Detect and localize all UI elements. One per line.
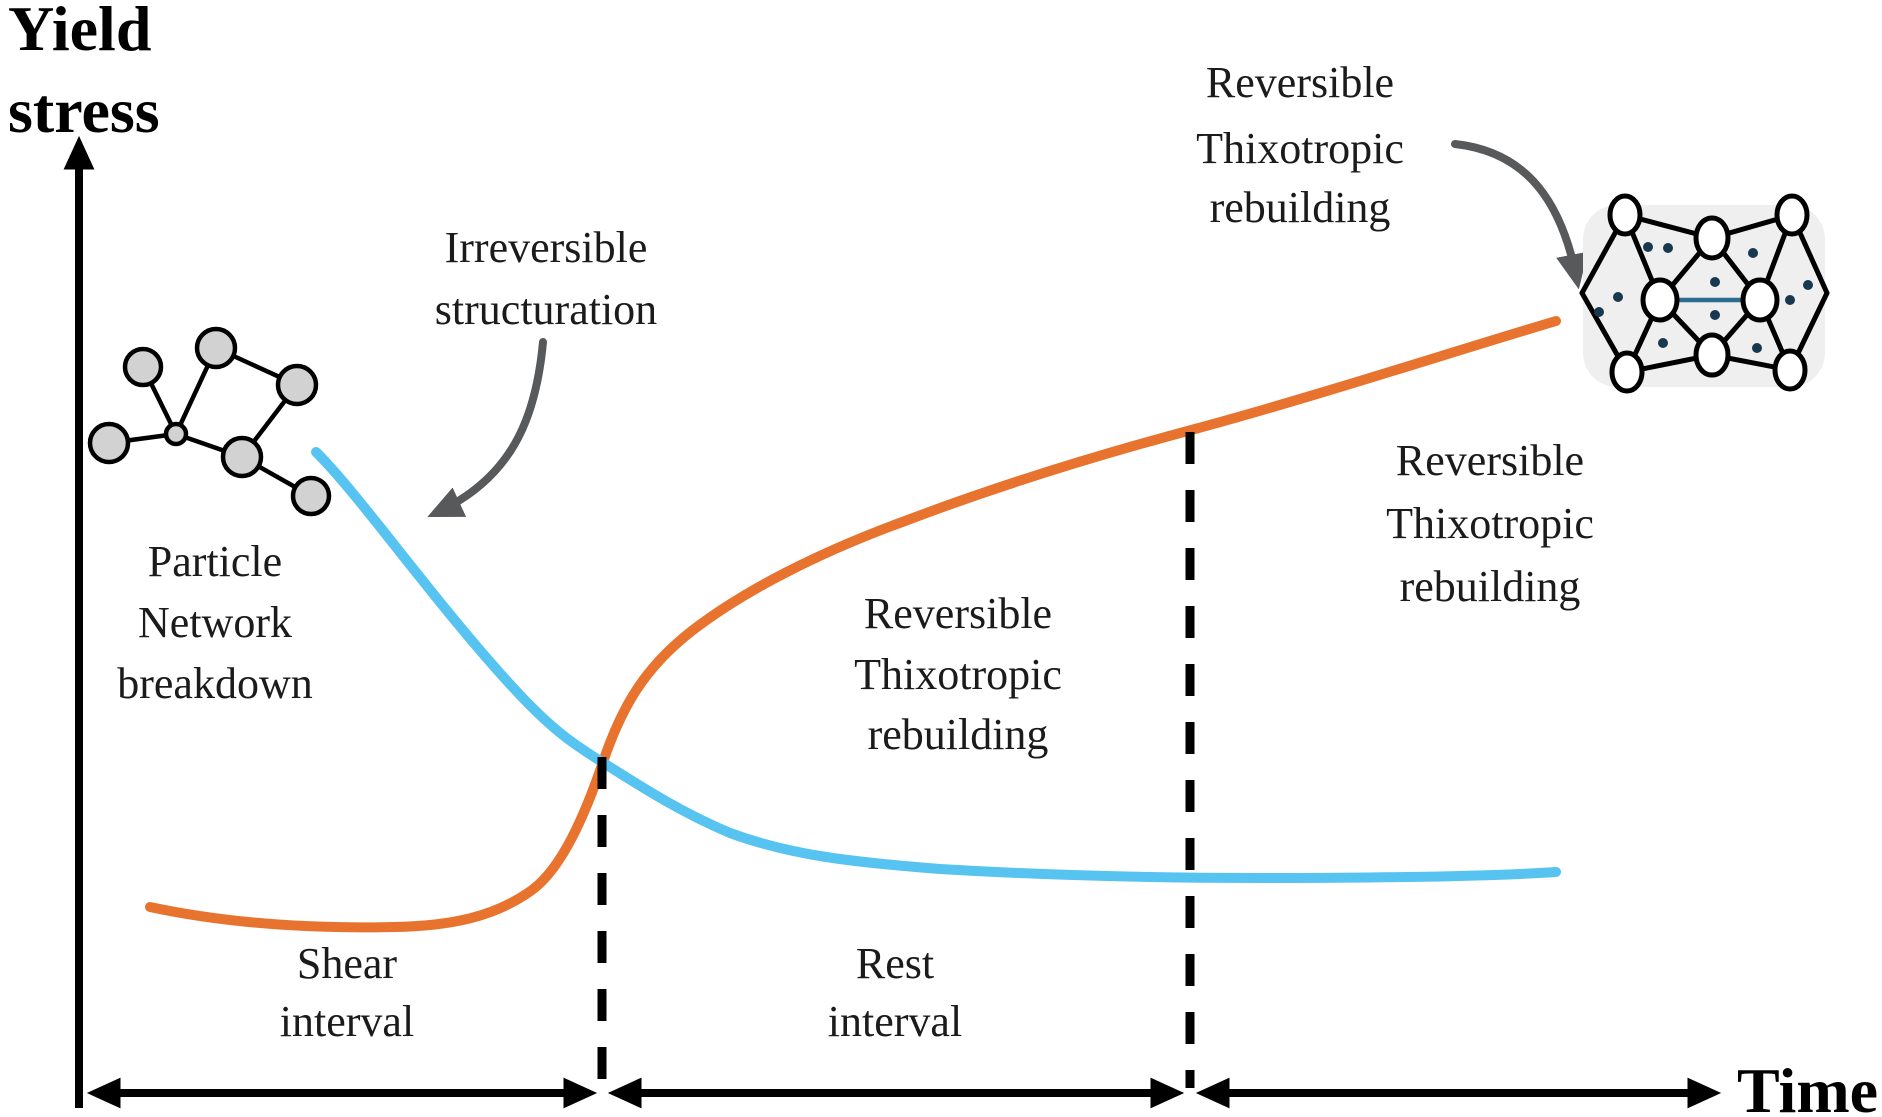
irreversible-annotation-arrow-icon [427,338,547,518]
curve-network-breakdown [311,447,1561,884]
broken-particle-network-icon [87,326,332,517]
label-line: Shear [297,939,398,988]
rebuilding-annotation-arrow-icon [1451,140,1588,290]
label-line: Reversible [864,589,1052,638]
label-line: rebuilding [1400,562,1581,611]
particle-node [194,326,238,370]
label-line: Network [138,598,292,647]
particle-node [290,475,332,517]
label-line: Reversible [1206,58,1394,107]
particle-node-small [163,421,189,447]
y-axis-label-line2: stress [8,75,160,146]
label-line: Thixotropic [854,650,1062,699]
label-line: Particle [148,537,282,586]
particle-node [220,435,264,479]
network-dots [1594,242,1813,353]
reversible-rebuilding-label-middle: Reversible Thixotropic rebuilding [854,589,1062,759]
label-line: interval [828,997,962,1046]
reversible-rebuilding-label-right: Reversible Thixotropic rebuilding [1386,436,1594,611]
particle-node [87,421,131,465]
y-axis-label-line1: Yield [8,0,151,64]
curve-structuration-rebuilding [145,316,1561,933]
label-line: structuration [435,285,657,334]
rebuilt-particle-network-icon [1579,193,1830,394]
y-axis-label: Yield stress [8,0,160,146]
particle-node [275,363,319,407]
particle-breakdown-label: Particle Network breakdown [117,537,313,708]
label-line: Reversible [1396,436,1584,485]
label-line: Rest [856,939,934,988]
label-line: Thixotropic [1196,124,1404,173]
label-line: interval [280,997,414,1046]
rest-interval-label: Rest interval [828,939,962,1046]
x-axis-label: Time [1737,1055,1878,1117]
shear-interval-label: Shear interval [280,939,414,1046]
label-line: Irreversible [445,223,648,272]
network-nodes [1607,193,1810,394]
label-line: breakdown [117,659,313,708]
label-line: rebuilding [1210,183,1391,232]
particle-node [122,346,164,388]
label-line: Thixotropic [1386,499,1594,548]
reversible-rebuilding-label-top: Reversible Thixotropic rebuilding [1196,58,1404,232]
label-line: rebuilding [868,710,1049,759]
irreversible-structuration-label: Irreversible structuration [435,223,657,334]
